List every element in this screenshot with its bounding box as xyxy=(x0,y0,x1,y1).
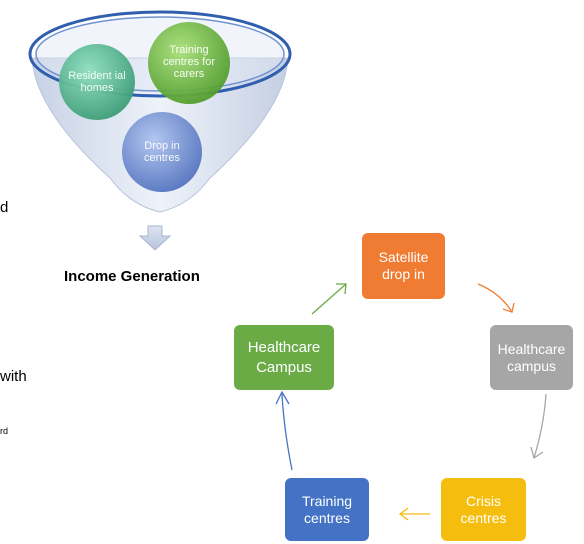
node-healthcare-campus-green: Healthcare Campus xyxy=(234,325,334,390)
funnel-caption: Income Generation xyxy=(64,268,200,285)
node-satellite-drop-in: Satellite drop in xyxy=(362,233,445,299)
funnel-down-arrow-icon xyxy=(138,225,172,251)
funnel-rim xyxy=(28,10,292,98)
arrow-crisis-to-training xyxy=(398,507,430,521)
circle-training-centres-carers xyxy=(148,22,230,104)
partial-text-2: with xyxy=(0,368,27,385)
partial-text-3: rd xyxy=(0,426,9,436)
arrow-healthcare-to-satellite xyxy=(311,283,347,315)
arrow-healthcare-to-crisis xyxy=(530,393,547,460)
circle-label-residential: Resident ial homes xyxy=(68,70,126,94)
arrow-training-to-healthcare xyxy=(275,390,293,471)
circle-label-drop-in: Drop in centres xyxy=(143,140,181,164)
circle-drop-in-centres xyxy=(122,112,202,192)
partial-text-1: d xyxy=(0,199,9,216)
node-crisis-centres: Crisis centres xyxy=(441,478,526,541)
funnel-graphic xyxy=(28,10,292,251)
node-training-centres: Training centres xyxy=(285,478,369,541)
circle-label-training-carers: Training centres for carers xyxy=(163,44,215,80)
arrow-satellite-to-healthcare xyxy=(477,283,515,313)
node-healthcare-campus-grey: Healthcare campus xyxy=(490,325,573,390)
circle-residential-homes xyxy=(59,44,135,120)
